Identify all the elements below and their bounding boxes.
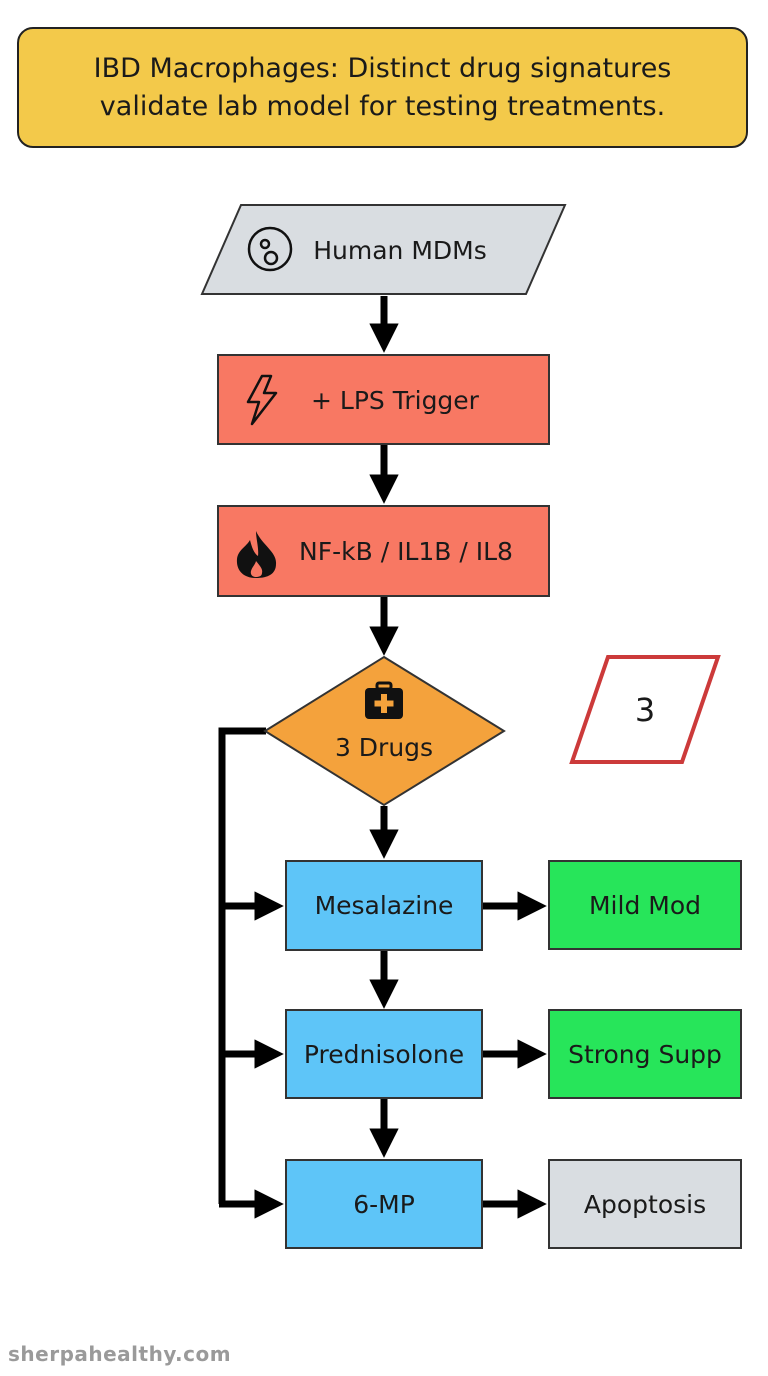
title-banner: IBD Macrophages: Distinct drug signature… bbox=[17, 27, 748, 148]
lightning-icon bbox=[246, 374, 278, 426]
effect3-node-shape bbox=[548, 1159, 742, 1249]
effect2-node-shape bbox=[548, 1009, 742, 1099]
drug1-node-shape bbox=[285, 860, 483, 951]
input-node-label: Human MDMs bbox=[313, 235, 487, 265]
effect3-node-label: Apoptosis bbox=[583, 1189, 707, 1219]
pathway-node-shape bbox=[217, 505, 550, 597]
effect1-node-label: Mild Mod bbox=[588, 890, 701, 920]
decision-node-shape bbox=[263, 655, 506, 807]
diagram-title: IBD Macrophages: Distinct drug signature… bbox=[93, 52, 672, 122]
trigger-node-shape bbox=[217, 354, 550, 445]
flame-icon bbox=[236, 531, 277, 578]
drug3-node-label: 6-MP bbox=[353, 1189, 415, 1219]
effect2-node-label: Strong Supp bbox=[568, 1039, 722, 1069]
drug2-node-label: Prednisolone bbox=[303, 1039, 465, 1069]
medkit-icon bbox=[365, 681, 403, 719]
drug3-node-shape bbox=[285, 1159, 483, 1249]
watermark-text: sherpahealthy.com bbox=[8, 1342, 232, 1366]
annotation-node-shape bbox=[569, 655, 721, 764]
trigger-node-label: + LPS Trigger bbox=[311, 385, 479, 415]
effect1-node-shape bbox=[548, 860, 742, 950]
drug1-node-label: Mesalazine bbox=[314, 890, 454, 920]
pathway-node-label: NF-kB / IL1B / IL8 bbox=[299, 536, 513, 566]
cell-icon bbox=[247, 226, 293, 272]
drug2-node-shape bbox=[285, 1009, 483, 1099]
decision-node-label: 3 Drugs bbox=[334, 732, 434, 762]
branch-bus-line bbox=[218, 727, 266, 1204]
input-node-shape bbox=[200, 204, 567, 295]
annotation-node-label: 3 bbox=[634, 691, 656, 729]
